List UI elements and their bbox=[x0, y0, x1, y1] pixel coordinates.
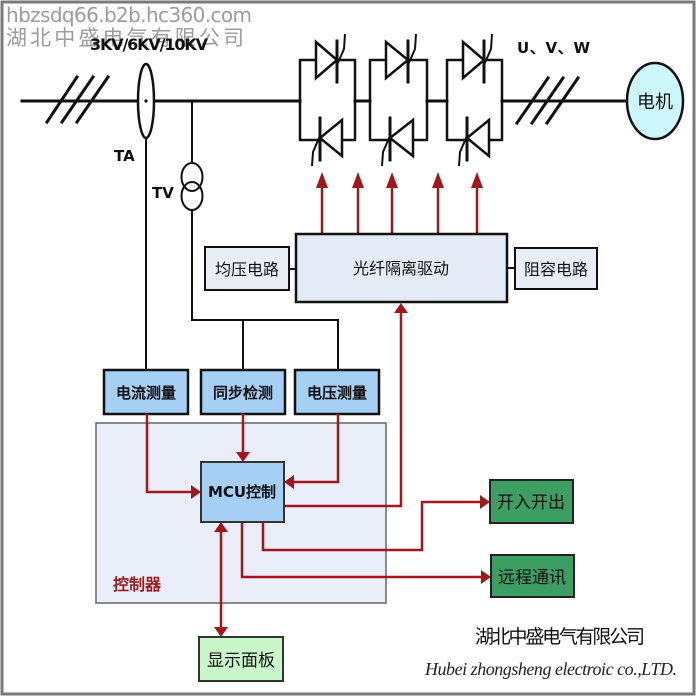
thyristor-forward-icon bbox=[314, 39, 339, 81]
thyristor-gate bbox=[407, 33, 417, 66]
thyristor-gate bbox=[458, 135, 468, 167]
thyristor-reverse-icon bbox=[318, 117, 344, 159]
rc-box bbox=[514, 247, 598, 290]
arrow-up-icon bbox=[214, 522, 228, 532]
thyristor-gate bbox=[336, 33, 346, 66]
voltage-transformer: TV bbox=[152, 101, 339, 371]
voltage-label: 3KV/6KV/10KV bbox=[90, 35, 209, 54]
voltage-to-mcu-line bbox=[292, 414, 340, 484]
current-meas-label: 电流测量 bbox=[116, 384, 176, 402]
arrow-down-icon bbox=[236, 452, 250, 462]
thyristor-forward-icon bbox=[461, 39, 486, 81]
sync-detect-rect bbox=[199, 368, 287, 416]
arrow-up-icon bbox=[394, 303, 408, 313]
ct-center-dot bbox=[144, 99, 148, 103]
thyristor-pair-1 bbox=[298, 33, 357, 167]
thyristor-gate bbox=[483, 33, 493, 66]
mcu-box: MCU控制 bbox=[200, 461, 285, 523]
phase-slash bbox=[529, 75, 566, 126]
mcu-to-remote-line bbox=[240, 522, 483, 579]
arrow-right-icon bbox=[481, 570, 491, 584]
thyristor-reverse-icon bbox=[387, 117, 415, 159]
phase-slash bbox=[44, 74, 80, 125]
display-panel-box: 显示面板 bbox=[198, 636, 284, 682]
controller-label: 控制器 bbox=[113, 575, 162, 594]
display-label: 显示面板 bbox=[207, 651, 275, 671]
thyristor-gate bbox=[311, 135, 321, 167]
company-name-cn: 湖北中盛电气有限公司 bbox=[475, 626, 645, 648]
phases-label: U、V、W bbox=[517, 39, 590, 57]
arrow-up-icon bbox=[386, 172, 398, 188]
io-box: 开入开出 bbox=[489, 479, 574, 524]
signal-connections bbox=[145, 303, 491, 637]
voltage-meas-label: 电压测量 bbox=[307, 384, 367, 402]
thyristor-pair-2 bbox=[368, 33, 429, 167]
mcu-to-driver-line bbox=[284, 311, 403, 508]
voltage-meas-rect bbox=[293, 368, 381, 416]
voltage-measurement-box: 电压测量 bbox=[293, 368, 381, 416]
arrow-right-icon bbox=[191, 485, 201, 499]
phase-slash bbox=[544, 75, 581, 126]
tv-lead bbox=[191, 210, 339, 371]
ta-label: TA bbox=[114, 147, 135, 165]
current-meas-rect bbox=[102, 368, 190, 416]
remote-comm-box: 远程通讯 bbox=[490, 554, 575, 598]
io-rect bbox=[489, 479, 574, 524]
sync-detect-label: 同步检测 bbox=[213, 384, 273, 402]
thyristor-gate bbox=[381, 135, 391, 167]
current-to-mcu-line bbox=[145, 414, 193, 494]
equalizing-box bbox=[204, 246, 290, 291]
motor: 电机 bbox=[625, 61, 685, 141]
arrow-up-icon bbox=[471, 172, 483, 188]
arrow-up-icon bbox=[352, 172, 364, 188]
arrow-up-icon bbox=[316, 172, 328, 188]
three-phase-marker-output bbox=[514, 75, 581, 126]
drive-signals bbox=[316, 172, 483, 234]
io-label: 开入开出 bbox=[497, 493, 565, 513]
phase-slash bbox=[74, 74, 111, 125]
arrow-left-icon bbox=[284, 475, 294, 489]
equalizing-label: 均压电路 bbox=[215, 260, 279, 279]
arrow-down-icon bbox=[214, 627, 228, 637]
motor-label: 电机 bbox=[637, 92, 673, 113]
sync-detection-box: 同步检测 bbox=[199, 368, 287, 416]
remote-comm-label: 远程通讯 bbox=[498, 568, 566, 588]
thyristor-pair-3 bbox=[445, 33, 504, 167]
company-name-en: Hubei zhongsheng electroic co.,LTD. bbox=[424, 659, 677, 679]
mcu-label: MCU控制 bbox=[208, 483, 276, 501]
thyristor-reverse-icon bbox=[465, 117, 491, 159]
phase-slash bbox=[514, 75, 551, 126]
tv-label: TV bbox=[152, 184, 174, 202]
motor-symbol bbox=[625, 61, 685, 141]
rc-label: 阻容电路 bbox=[524, 260, 588, 279]
current-measurement-box: 电流测量 bbox=[102, 368, 190, 416]
tv-winding-primary bbox=[180, 162, 204, 192]
watermark-url: hbzsdq66.b2b.hc360.com bbox=[6, 3, 252, 27]
phase-slash bbox=[59, 74, 96, 125]
current-transformer: TA bbox=[114, 62, 156, 370]
fiber-driver-rect bbox=[294, 232, 509, 304]
remote-comm-rect bbox=[490, 554, 575, 598]
display-rect bbox=[198, 636, 284, 682]
mcu-to-io-line bbox=[261, 500, 482, 552]
equalizing-circuit-box: 均压电路 bbox=[204, 246, 290, 291]
fiber-driver-label: 光纤隔离驱动 bbox=[353, 259, 449, 278]
fiber-driver-box: 光纤隔离驱动 bbox=[294, 232, 509, 304]
mcu-rect bbox=[200, 461, 285, 523]
arrow-up-icon bbox=[432, 172, 444, 188]
rc-circuit-box: 阻容电路 bbox=[514, 247, 598, 290]
arrow-right-icon bbox=[480, 495, 490, 509]
three-phase-marker-input bbox=[44, 74, 111, 125]
thyristor-forward-icon bbox=[384, 39, 410, 81]
